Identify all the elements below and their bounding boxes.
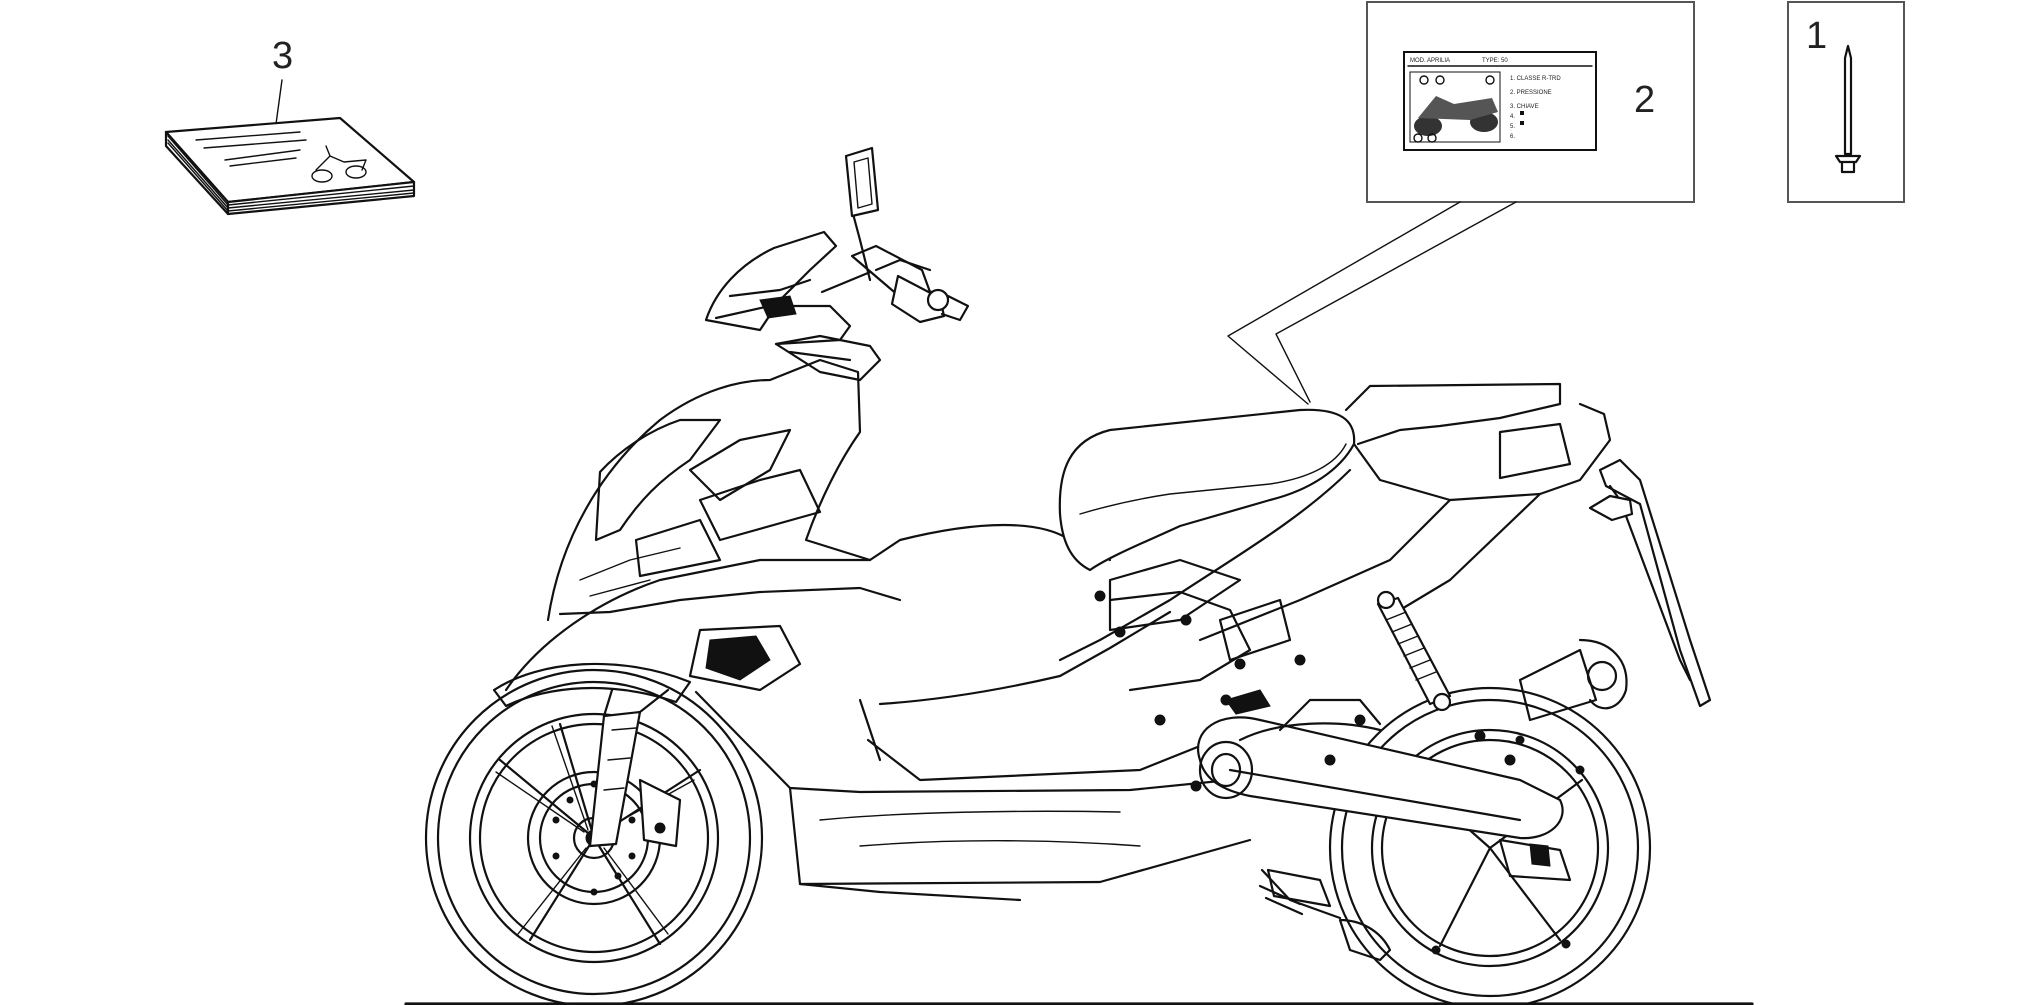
rear-shock: [1376, 590, 1452, 712]
svg-text:1. CLASSE R-TRD: 1. CLASSE R-TRD: [1510, 76, 1561, 82]
engine-swingarm: [1197, 638, 1628, 962]
callout-number-1: 1: [1806, 15, 1827, 57]
scooter-body: [504, 358, 1712, 962]
bolts: [1094, 590, 1516, 792]
rivet-icon[interactable]: 1: [1787, 1, 1905, 203]
callout-number-2: 2: [1634, 79, 1655, 121]
leader-line-3: [275, 79, 283, 125]
svg-text:2. PRESSIONE: 2. PRESSIONE: [1510, 90, 1552, 96]
svg-text:TYPE: 50: TYPE: 50: [1482, 58, 1508, 64]
front-wheel: [424, 662, 764, 1005]
handlebar-assembly: [704, 146, 970, 382]
svg-text:MOD. APRILIA: MOD. APRILIA: [1410, 58, 1450, 64]
decal-text-lines: 1. CLASSE R-TRD 2. PRESSIONE 3. CHIAVE 4…: [1510, 76, 1561, 140]
svg-text:4.: 4.: [1510, 114, 1515, 120]
owner-manual-icon[interactable]: 3: [164, 35, 416, 216]
leader-line-2b: [1275, 201, 1517, 403]
svg-text:6.: 6.: [1510, 134, 1515, 140]
svg-text:5.: 5.: [1510, 124, 1515, 130]
seat: [1058, 382, 1562, 572]
leader-line-2a: [1227, 201, 1461, 405]
decal-label-icon[interactable]: 2 MOD. APRILIA TYPE: 50 1. CLASSE R-TRD …: [1227, 1, 1695, 405]
scooter-drawing: [404, 146, 1754, 1005]
rear-wheel: [1328, 686, 1652, 1005]
callout-number-3: 3: [272, 35, 293, 77]
svg-text:3. CHIAVE: 3. CHIAVE: [1510, 104, 1539, 110]
